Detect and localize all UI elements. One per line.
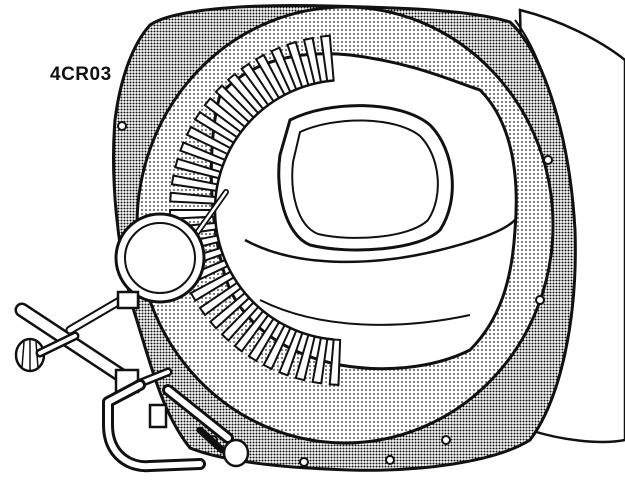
case-window bbox=[277, 104, 454, 252]
gear-tooth bbox=[328, 338, 342, 386]
c-clamp-icon bbox=[102, 379, 250, 473]
case-window-inner bbox=[291, 119, 439, 239]
dial-indicator-icon bbox=[114, 212, 206, 310]
indicator-stem-core bbox=[190, 190, 228, 242]
adjusting-screw bbox=[35, 331, 80, 358]
figure-label: 4CR03 bbox=[50, 64, 112, 85]
case-shoulder bbox=[244, 219, 516, 264]
knurled-knob bbox=[14, 337, 46, 373]
case-lower-line bbox=[259, 299, 471, 326]
